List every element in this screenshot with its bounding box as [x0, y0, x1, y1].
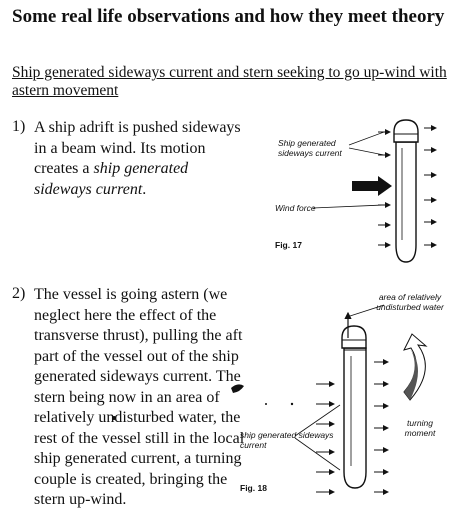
fig17-caption: Fig. 17: [275, 240, 302, 250]
item-2-paragraph: The vessel is going astern (we neglect h…: [34, 286, 245, 508]
page-heading: Some real life observations and how they…: [12, 6, 445, 27]
fig17-wind-force-arrow: [352, 176, 392, 196]
item-1-paragraph: A ship adrift is pushed sideways in a be…: [34, 118, 249, 200]
item-1-text-end: .: [142, 180, 147, 198]
item-1-text: A ship adrift is pushed sideways in a be…: [34, 119, 241, 177]
item-1-number: 1): [12, 118, 26, 135]
fig18-current-leader-lines: [294, 404, 341, 471]
scan-specks: [112, 384, 294, 420]
section-subheading: Ship generated sideways current and ster…: [12, 64, 447, 99]
fig18-current-arrows-right: [374, 359, 389, 495]
fig17-leader-lines: [312, 131, 385, 209]
fig18-current-arrows-left: [316, 381, 335, 495]
fig17-current-arrows-right: [424, 125, 437, 248]
fig17-ship-hull: [393, 119, 419, 263]
item-1-italic-term: ship generated sideways current: [34, 160, 189, 198]
fig18-current-label: ship generated sideways current: [240, 430, 334, 450]
fig18-area-label: area of relatively undisturbed water: [376, 292, 444, 312]
fig18-caption: Fig. 18: [240, 483, 267, 493]
fig18-moment-label: turning moment: [404, 418, 436, 438]
fig18-ship-hull: [341, 325, 367, 489]
fig17-wind-label: Wind force: [275, 203, 316, 213]
fig18-area-leader: [349, 304, 385, 317]
fig18-turning-moment-arrow: [403, 333, 428, 401]
item-2-number: 2): [12, 285, 26, 302]
fig17-current-label: Ship generated sideways current: [278, 138, 342, 158]
